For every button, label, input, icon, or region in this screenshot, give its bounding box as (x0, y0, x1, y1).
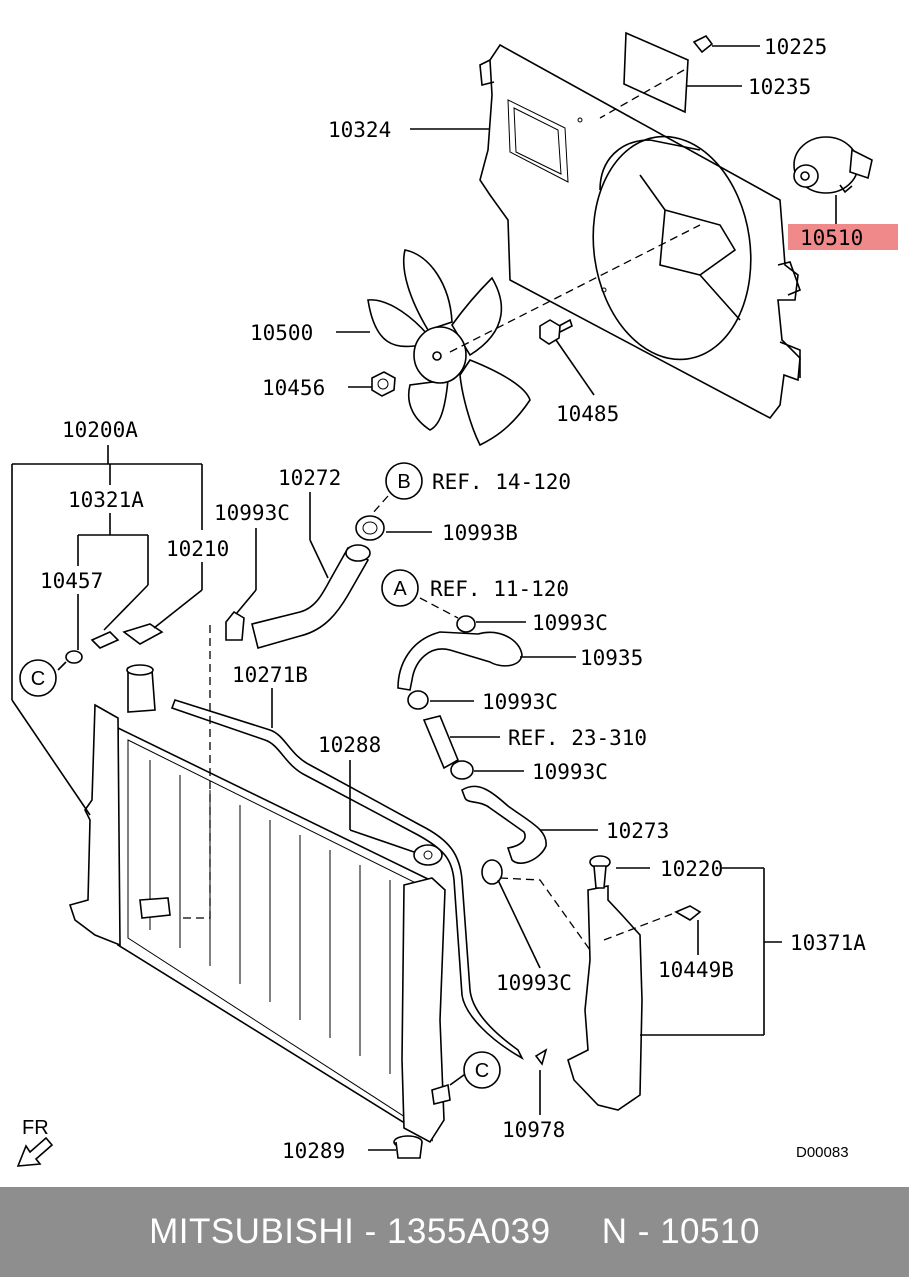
callout-A: A (381, 569, 419, 607)
label-ref-11-120: REF. 11-120 (430, 577, 569, 601)
callout-B: B (385, 462, 423, 500)
nut-10456 (371, 371, 396, 397)
label-10271b: 10271B (232, 663, 308, 687)
clamp-10993C-c (450, 760, 474, 780)
bolt-10485 (539, 318, 573, 345)
pipe-ref-23-310 (422, 715, 460, 770)
label-10324: 10324 (328, 118, 391, 142)
part-labels: 10225 10235 10324 10510 10500 10456 1048… (40, 35, 866, 1163)
n-label: N (601, 1212, 628, 1251)
label-10321a: 10321A (68, 488, 144, 512)
label-ref-23-310: REF. 23-310 (508, 726, 647, 750)
label-10272: 10272 (278, 466, 341, 490)
part-number: 1355A039 (386, 1212, 551, 1251)
front-arrow-icon: FR (16, 1117, 54, 1167)
label-10993b: 10993B (442, 521, 518, 545)
parts-diagram: B A C C FR 10225 10235 10324 10510 10500… (11, 31, 898, 1167)
label-10225: 10225 (764, 35, 827, 59)
callout-C-left: C (19, 659, 57, 697)
fr-label: FR (22, 1117, 49, 1139)
highlight-box-10510 (788, 224, 898, 250)
label-10273: 10273 (606, 819, 669, 843)
upper-hose-10272 (251, 544, 371, 649)
label-10449b: 10449B (658, 958, 734, 982)
part-footer-bar: MITSUBISHI - 1355A039 N - 10510 (0, 1187, 909, 1277)
reference-number: 10510 (660, 1212, 760, 1251)
label-10220: 10220 (660, 857, 723, 881)
clamp-10993C-a (456, 615, 476, 633)
brand-name: MITSUBISHI (149, 1212, 355, 1251)
label-10289: 10289 (282, 1139, 345, 1163)
grommet-10288 (413, 844, 443, 866)
label-10200a: 10200A (62, 418, 138, 442)
label-10993c: 10993C (214, 501, 290, 525)
spacer (551, 1212, 602, 1252)
label-10993c: 10993C (532, 760, 608, 784)
circle-label-a: A (393, 578, 407, 600)
label-10510: 10510 (800, 226, 863, 250)
label-10456: 10456 (262, 376, 325, 400)
separator: - (627, 1212, 661, 1251)
clamp-10993B (355, 515, 385, 541)
reserve-tank-10371A (567, 855, 643, 1111)
gasket-10210 (122, 623, 164, 645)
leader-lines (11, 45, 837, 1151)
label-10457: 10457 (40, 569, 103, 593)
drain-plug-10289 (393, 1135, 423, 1159)
clip-10978 (534, 1048, 548, 1066)
label-10993c: 10993C (496, 971, 572, 995)
callout-C-right: C (463, 1051, 501, 1089)
overflow-tube-10271B (170, 699, 524, 1060)
circle-label-c: C (475, 1060, 489, 1082)
label-10993c: 10993C (482, 690, 558, 714)
label-10210: 10210 (166, 537, 229, 561)
label-10235: 10235 (748, 75, 811, 99)
o-ring-10457 (65, 650, 83, 664)
circle-label-b: B (397, 471, 410, 493)
sensor-10321A (90, 631, 120, 649)
separator: - (354, 1212, 387, 1251)
clamp-10993C-d (481, 859, 503, 885)
label-10485: 10485 (556, 402, 619, 426)
label-10935: 10935 (580, 646, 643, 670)
hose-10935 (397, 631, 523, 691)
label-10978: 10978 (502, 1118, 565, 1142)
label-10288: 10288 (318, 733, 381, 757)
screw-10225 (692, 34, 714, 54)
label-10500: 10500 (250, 321, 313, 345)
label-plate (599, 31, 689, 119)
circle-label-c: C (31, 668, 45, 690)
label-10371a: 10371A (790, 931, 866, 955)
label-10993c: 10993C (532, 611, 608, 635)
clamp-10993C-upper (225, 610, 245, 641)
diagram-code: D00083 (796, 1144, 849, 1161)
lower-hose-10273 (461, 785, 547, 864)
label-ref-14-120: REF. 14-120 (432, 470, 571, 494)
bolt-10449B (674, 905, 702, 921)
fan-blades (367, 224, 701, 447)
radiator (68, 664, 451, 1144)
clamp-10993C-b (407, 690, 429, 710)
fan-shroud (479, 43, 802, 420)
fan-motor (793, 136, 873, 194)
